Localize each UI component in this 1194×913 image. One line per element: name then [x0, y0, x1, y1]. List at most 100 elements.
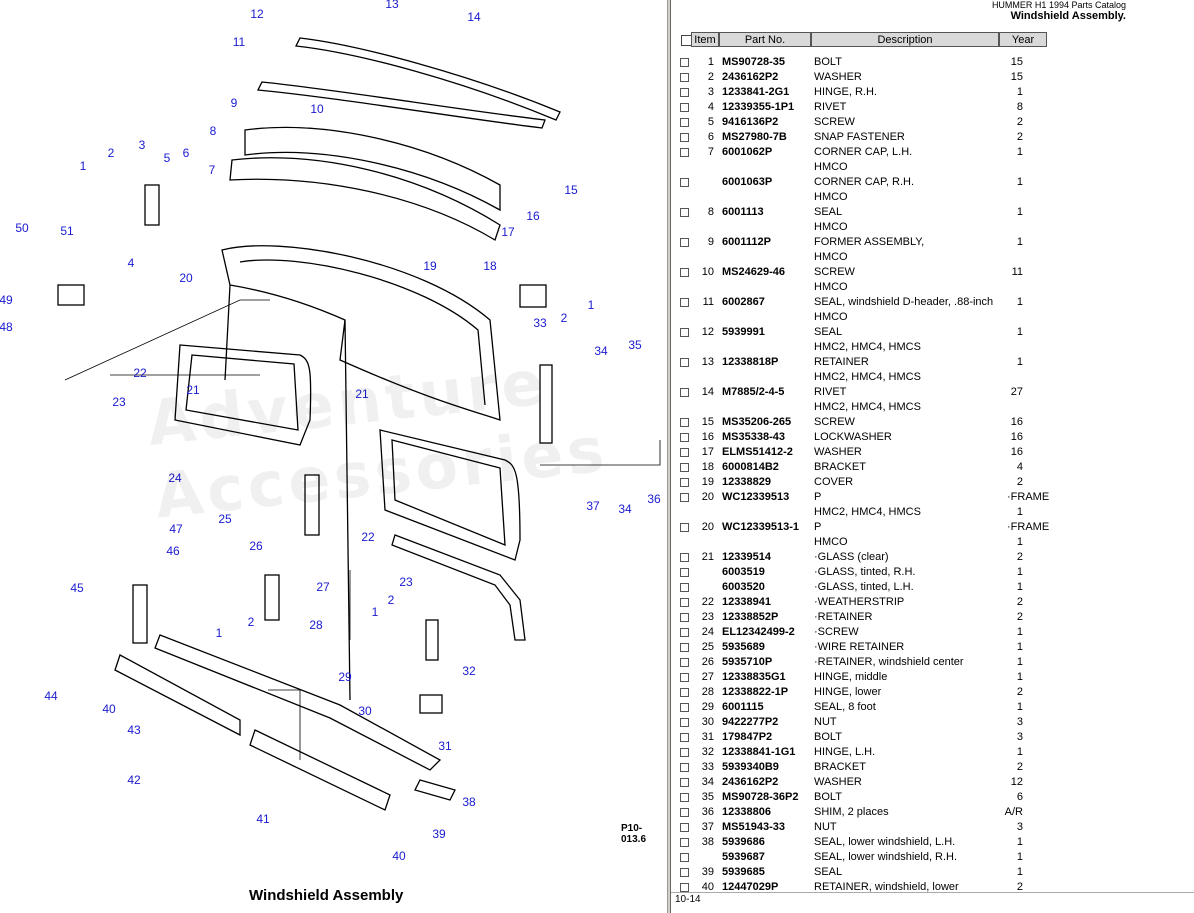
row-checkbox[interactable] — [680, 418, 689, 427]
row-checkbox[interactable] — [680, 433, 689, 442]
row-checkbox[interactable] — [680, 523, 689, 532]
callout-label[interactable]: 31 — [438, 739, 452, 753]
row-checkbox[interactable] — [680, 838, 689, 847]
row-checkbox[interactable] — [680, 133, 689, 142]
col-item[interactable]: Item — [691, 32, 719, 47]
row-checkbox[interactable] — [680, 553, 689, 562]
row-checkbox[interactable] — [680, 328, 689, 337]
row-checkbox[interactable] — [680, 388, 689, 397]
callout-label[interactable]: 2 — [561, 311, 568, 325]
row-checkbox[interactable] — [680, 658, 689, 667]
row-checkbox[interactable] — [680, 583, 689, 592]
callout-label[interactable]: 47 — [169, 522, 183, 536]
callout-label[interactable]: 25 — [218, 512, 232, 526]
callout-label[interactable]: 43 — [127, 723, 141, 737]
table-row[interactable]: 6003520·GLASS, tinted, L.H.1 — [677, 580, 1188, 595]
callout-label[interactable]: 12 — [250, 7, 264, 21]
col-part-no[interactable]: Part No. — [719, 32, 811, 47]
table-row[interactable]: HMC2, HMC4, HMCS — [677, 370, 1188, 385]
callout-label[interactable]: 27 — [316, 580, 330, 594]
row-checkbox[interactable] — [680, 493, 689, 502]
row-checkbox[interactable] — [680, 148, 689, 157]
callout-label[interactable]: 14 — [467, 10, 481, 24]
callout-label[interactable]: 15 — [564, 183, 578, 197]
col-description[interactable]: Description — [811, 32, 999, 47]
callout-label[interactable]: 32 — [462, 664, 476, 678]
row-checkbox[interactable] — [680, 703, 689, 712]
callout-label[interactable]: 20 — [179, 271, 193, 285]
callout-label[interactable]: 11 — [233, 35, 246, 49]
row-checkbox[interactable] — [680, 643, 689, 652]
callout-label[interactable]: 17 — [501, 225, 515, 239]
callout-label[interactable]: 23 — [399, 575, 413, 589]
row-checkbox[interactable] — [680, 748, 689, 757]
table-row[interactable]: HMCO — [677, 250, 1188, 265]
callout-label[interactable]: 23 — [112, 395, 126, 409]
callout-label[interactable]: 24 — [168, 471, 182, 485]
callout-label[interactable]: 34 — [618, 502, 632, 516]
callout-label[interactable]: 37 — [586, 499, 600, 513]
callout-label[interactable]: 1 — [216, 626, 223, 640]
callout-label[interactable]: 3 — [139, 138, 146, 152]
row-checkbox[interactable] — [680, 103, 689, 112]
row-checkbox[interactable] — [680, 853, 689, 862]
callout-label[interactable]: 40 — [102, 702, 116, 716]
callout-label[interactable]: 19 — [423, 259, 437, 273]
callout-label[interactable]: 46 — [166, 544, 180, 558]
table-row[interactable]: HMCO — [677, 160, 1188, 175]
callout-label[interactable]: 2 — [108, 146, 115, 160]
row-checkbox[interactable] — [680, 118, 689, 127]
row-checkbox[interactable] — [680, 478, 689, 487]
callout-label[interactable]: 48 — [0, 320, 13, 334]
callout-label[interactable]: 21 — [355, 387, 369, 401]
table-row[interactable]: HMCO — [677, 280, 1188, 295]
row-checkbox[interactable] — [680, 448, 689, 457]
callout-label[interactable]: 28 — [309, 618, 323, 632]
callout-label[interactable]: 51 — [60, 224, 74, 238]
callout-label[interactable]: 22 — [361, 530, 375, 544]
callout-label[interactable]: 1 — [372, 605, 379, 619]
callout-label[interactable]: 45 — [70, 581, 84, 595]
callout-label[interactable]: 2 — [388, 593, 395, 607]
row-checkbox[interactable] — [680, 688, 689, 697]
col-year[interactable]: Year — [999, 32, 1047, 47]
callout-label[interactable]: 9 — [231, 96, 238, 110]
callout-label[interactable]: 39 — [432, 827, 446, 841]
row-checkbox[interactable] — [680, 733, 689, 742]
row-checkbox[interactable] — [680, 793, 689, 802]
row-checkbox[interactable] — [680, 823, 689, 832]
row-checkbox[interactable] — [680, 208, 689, 217]
callout-label[interactable]: 18 — [483, 259, 497, 273]
table-row[interactable]: HMCO — [677, 220, 1188, 235]
callout-label[interactable]: 35 — [628, 338, 642, 352]
table-row[interactable]: HMC2, HMC4, HMCS — [677, 400, 1188, 415]
row-checkbox[interactable] — [680, 268, 689, 277]
callout-label[interactable]: 21 — [186, 383, 200, 397]
callout-label[interactable]: 6 — [183, 146, 190, 160]
